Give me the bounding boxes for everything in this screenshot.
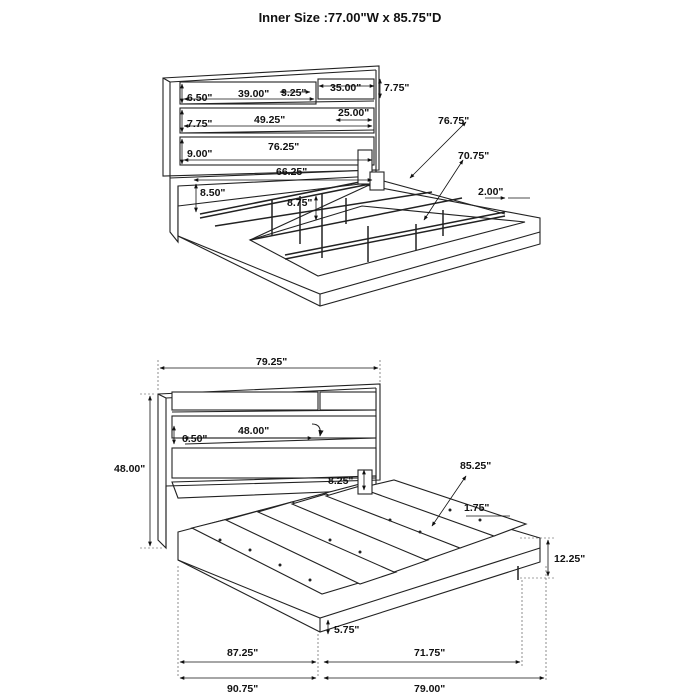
top-cubby-upper-right [317, 78, 375, 100]
label-25-00: 25.00" [338, 107, 369, 119]
label-71-75: 71.75" [414, 647, 445, 659]
label-35-00: 35.00" [330, 82, 361, 94]
label-70-75: 70.75" [458, 150, 489, 162]
label-48-00-width: 48.00" [238, 425, 269, 437]
label-85-25: 85.25" [460, 460, 491, 472]
label-7-75-right: 7.75" [384, 82, 409, 94]
top-dimension-lines [180, 78, 530, 221]
label-5-75: 5.75" [334, 624, 359, 636]
label-6-50: 6.50" [187, 92, 212, 104]
label-49-25: 49.25" [254, 114, 285, 126]
bottom-dimension-lines [140, 360, 555, 680]
label-79-00: 79.00" [414, 683, 445, 695]
label-76-75: 76.75" [438, 115, 469, 127]
label-39-00: 39.00" [238, 88, 269, 100]
label-8-75: 8.75" [287, 197, 312, 209]
label-6-50-bottom: 6.50" [182, 433, 207, 445]
label-2-00: 2.00" [478, 186, 503, 198]
label-8-50: 8.50" [200, 187, 225, 199]
label-12-25: 12.25" [554, 553, 585, 565]
top-dimension-labels: 35.00" 7.75" 6.50" 39.00" 3.25" 7.75" 49… [187, 82, 503, 209]
label-48-00-height: 48.00" [114, 463, 145, 475]
bottom-dimension-labels: 79.25" 48.00" 6.50" 48.00" 8.25" 85.25" … [114, 356, 585, 695]
label-76-25: 76.25" [268, 141, 299, 153]
label-90-75: 90.75" [227, 683, 258, 695]
label-9-00: 9.00" [187, 148, 212, 160]
label-7-75-left: 7.75" [187, 118, 212, 130]
label-66-25: 66.25" [276, 166, 307, 178]
label-87-25: 87.25" [227, 647, 258, 659]
page-title: Inner Size :77.00"W x 85.75"D [258, 10, 442, 25]
label-8-25: 8.25" [328, 475, 353, 487]
curved-arrow-icon [311, 423, 324, 437]
bed-slats [190, 479, 528, 595]
label-79-25: 79.25" [256, 356, 287, 368]
label-1-75: 1.75" [464, 502, 489, 514]
label-3-25: 3.25" [281, 87, 306, 99]
